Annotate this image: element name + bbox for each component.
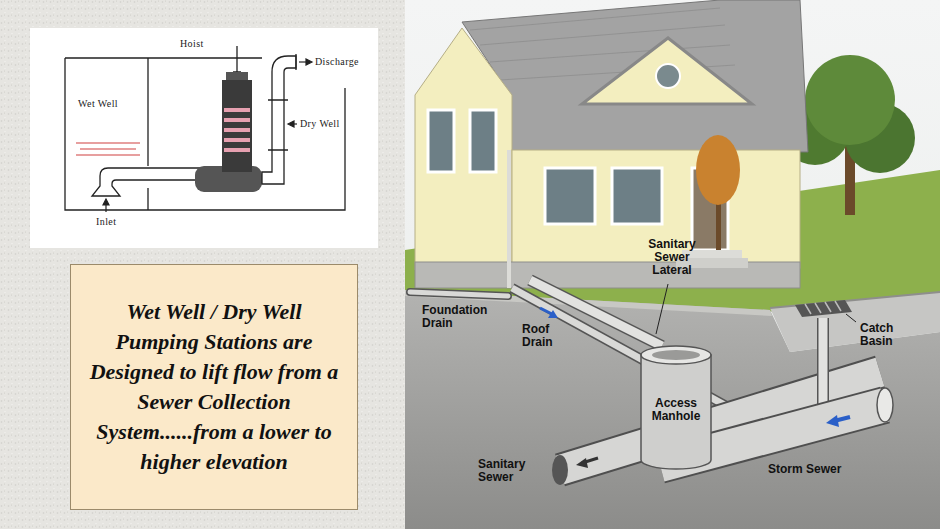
small-tree [696, 135, 740, 250]
pump-schematic-part [103, 59, 312, 212]
pump-schematic-part-part [224, 138, 250, 142]
pump-schematic-part [76, 143, 140, 155]
house-part [462, 0, 808, 152]
part-label: Wet Well [78, 98, 118, 109]
part-label: Inlet [96, 216, 116, 227]
house-scene [405, 0, 940, 529]
part-label: Discharge [315, 56, 359, 67]
pump-schematic-part [92, 168, 205, 196]
callout-label: Roof Drain [522, 323, 566, 349]
access-manhole: Access Manhole [640, 345, 712, 470]
underground-pipes-part [410, 292, 508, 296]
pump-schematic-part [224, 108, 250, 152]
house-part [428, 110, 454, 172]
manhole-top [641, 346, 711, 364]
underground-pipes-part [410, 292, 508, 296]
house-part [582, 38, 752, 104]
house-part [545, 168, 595, 224]
pump-schematic-part [65, 46, 345, 210]
underground-pipes-part [819, 318, 828, 412]
pump-schematic-part [268, 54, 296, 150]
left-background [0, 0, 405, 529]
callout-label: Sanitary Sewer [478, 458, 542, 484]
caption-text: Wet Well / Dry Well Pumping Stations are… [85, 297, 343, 477]
pump-schematic-part [30, 28, 378, 248]
callout-label: Catch Basin [860, 322, 910, 348]
house-scene-part [405, 0, 940, 529]
underground-pipes-part [540, 308, 552, 314]
pump-schematic-part-part [76, 143, 140, 155]
house-part [612, 168, 662, 224]
small-tree-part [716, 198, 721, 250]
house-part [470, 110, 496, 172]
house [415, 0, 808, 288]
pump-schematic-part [222, 80, 252, 172]
underground-pipes-part [846, 314, 856, 322]
pump-schematic-part [262, 56, 296, 184]
pump-schematic-part-part [306, 59, 312, 65]
caption-box: Wet Well / Dry Well Pumping Stations are… [70, 264, 358, 510]
house-scene-part [405, 290, 940, 529]
underground-pipes-part [877, 388, 893, 422]
callout-label: Foundation Drain [422, 304, 496, 330]
underground-pipes-part [826, 415, 839, 427]
left-background-part [0, 0, 405, 529]
pump-schematic-part-part [65, 58, 345, 210]
underground-pipes-part [805, 301, 841, 314]
pump-schematic-part-part [224, 108, 250, 112]
underground-pipes-part [817, 318, 829, 412]
pump-schematic-part-part [224, 128, 250, 132]
small-tree-part [696, 135, 740, 205]
pump-schematic [30, 28, 378, 248]
house-scene-part [770, 292, 940, 352]
pump-schematic-part-part [147, 58, 148, 210]
callout-label: Sanitary Sewer Lateral [640, 238, 704, 278]
pump-schematic-part-part [103, 199, 109, 205]
pump-schematic-part-part [224, 118, 250, 122]
pump-schematic-part-part [233, 46, 241, 72]
house-part [656, 64, 680, 88]
manhole-lid [652, 350, 700, 360]
callout-label: Storm Sewer [768, 463, 841, 476]
underground-pipes-part [576, 458, 588, 468]
underground-pipes-part [656, 284, 668, 334]
pump-schematic-part-part [288, 121, 294, 127]
underground-pipes-part [795, 300, 852, 317]
pump-schematic-part-part [224, 148, 250, 152]
house-part [415, 28, 512, 270]
house-part [507, 150, 511, 288]
underground-pipes-part [548, 310, 558, 318]
underground-pipes-part [552, 455, 568, 485]
manhole-label: Access Manhole [640, 345, 712, 423]
underground-pipes [410, 280, 893, 485]
tree-part [805, 55, 895, 145]
part-label: Hoist [180, 38, 204, 49]
part-label: Dry Well [300, 118, 340, 129]
